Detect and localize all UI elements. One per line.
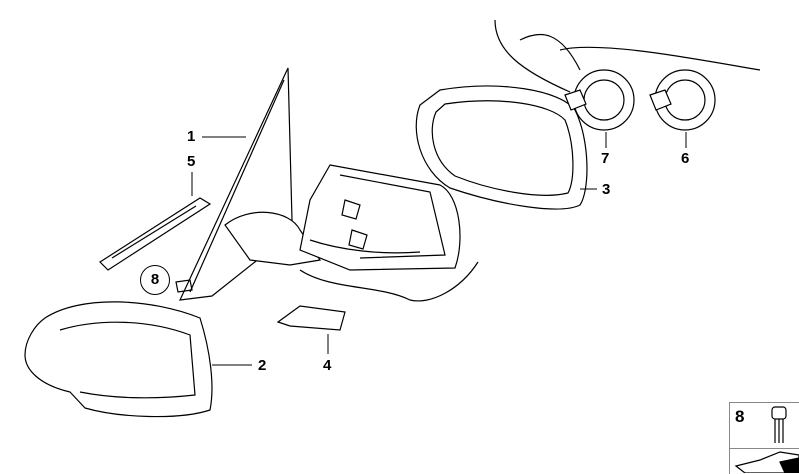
callout-8[interactable]: 8 — [140, 265, 170, 295]
mirror-cap-part — [24, 301, 213, 418]
legend-box — [729, 402, 799, 474]
bracket-icon — [734, 451, 799, 473]
callout-1[interactable]: 1 — [187, 128, 196, 145]
callout-7[interactable]: 7 — [601, 150, 610, 167]
screw-pin-part — [175, 279, 193, 293]
mirror-motor-7-part — [494, 19, 761, 131]
callout-2[interactable]: 2 — [258, 357, 267, 374]
trim-strip-part — [99, 197, 212, 271]
mirror-base-part — [224, 164, 479, 302]
legend-divider — [729, 448, 799, 449]
leader-lines — [191, 132, 687, 366]
screw-icon — [771, 406, 787, 443]
callout-4[interactable]: 4 — [323, 357, 332, 374]
mirror-frame-part — [415, 85, 588, 210]
clip-part — [276, 305, 346, 331]
mirror-glass-part — [178, 67, 293, 301]
callout-5[interactable]: 5 — [187, 153, 196, 170]
mirror-motor-6-part — [649, 69, 716, 131]
callout-6[interactable]: 6 — [681, 150, 690, 167]
legend-label-8: 8 — [735, 407, 745, 426]
callout-3[interactable]: 3 — [602, 181, 611, 198]
